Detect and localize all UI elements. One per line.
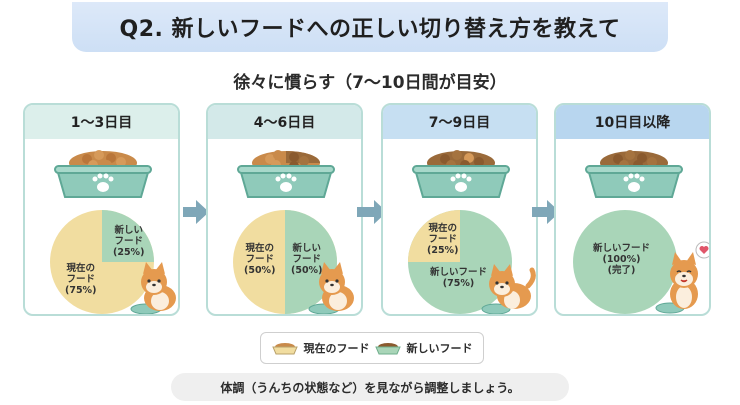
pie-label-new: 新しい フード (25%) (113, 225, 145, 258)
ratio-pie-chart (408, 210, 512, 314)
food-bowl-icon (237, 150, 335, 198)
subtitle: 徐々に慣らす（7〜10日間が目安） (233, 73, 507, 93)
ratio-pie-chart (573, 210, 677, 314)
pie-label-current: 現在の フード (50%) (244, 243, 276, 276)
stage-header: 1〜3日目 (25, 105, 178, 139)
stage-header: 7〜9日目 (383, 105, 536, 139)
stage-period: 1〜3日目 (70, 115, 133, 131)
kibble-icon (374, 343, 401, 355)
paw-icon (275, 173, 297, 192)
arrow-right-icon (183, 200, 209, 224)
legend-item-new: 新しいフード (374, 340, 473, 356)
shiba-dog-icon (655, 241, 709, 314)
stage-card-4: 10日目以降 新しいフード (100%) (完了) (554, 103, 711, 316)
paw-icon (450, 173, 472, 192)
paw-icon (623, 173, 645, 192)
pie-label-new: 新しいフード (100%) (完了) (593, 243, 651, 276)
pie-label-current: 現在の フード (25%) (427, 223, 459, 256)
shiba-dog-icon (130, 262, 176, 314)
stage-header: 10日目以降 (556, 105, 709, 139)
legend-label-current: 現在のフード (303, 342, 370, 355)
paw-icon (92, 173, 114, 192)
heart-icon (695, 241, 709, 259)
shiba-dog-icon (308, 262, 354, 314)
stage-card-3: 7〜9日目 現在の フード (25%) 新しいフード (75%) (381, 103, 538, 316)
shiba-dog-icon (481, 264, 536, 314)
food-bowl-icon (585, 150, 683, 198)
legend-label-new: 新しいフード (406, 342, 473, 355)
stage-period: 7〜9日目 (428, 115, 491, 131)
legend-item-current: 現在のフード (271, 340, 370, 356)
pie-label-current: 現在の フード (75%) (65, 263, 97, 296)
kibble-icon (271, 343, 298, 355)
arrow-right-icon (357, 200, 387, 224)
pie-label-new: 新しいフード (75%) (430, 267, 488, 289)
pie-label-new: 新しい フード (50%) (291, 243, 323, 276)
title-banner: Q2. 新しいフードへの正しい切り替え方を教えて (72, 2, 668, 52)
food-bowl-icon (412, 150, 510, 198)
arrow-right-icon (532, 200, 560, 224)
stage-period: 4〜6日目 (253, 115, 316, 131)
stage-card-1: 1〜3日目 新しい フード (25%) 現在の フード (75%) (23, 103, 180, 316)
advice-note: 体調（うんちの状態など）を見ながら調整しましょう。 (171, 373, 569, 401)
ratio-pie-chart (50, 210, 154, 314)
stage-card-2: 4〜6日目 現在の フード (50%) 新しい フード (50%) (206, 103, 363, 316)
stage-period: 10日目以降 (594, 115, 671, 131)
advice-note-text: 体調（うんちの状態など）を見ながら調整しましょう。 (220, 380, 520, 395)
food-bowl-icon (54, 150, 152, 198)
stage-header: 4〜6日目 (208, 105, 361, 139)
legend: 現在のフード 新しいフード (260, 332, 484, 364)
page-title: Q2. 新しいフードへの正しい切り替え方を教えて (119, 17, 621, 42)
